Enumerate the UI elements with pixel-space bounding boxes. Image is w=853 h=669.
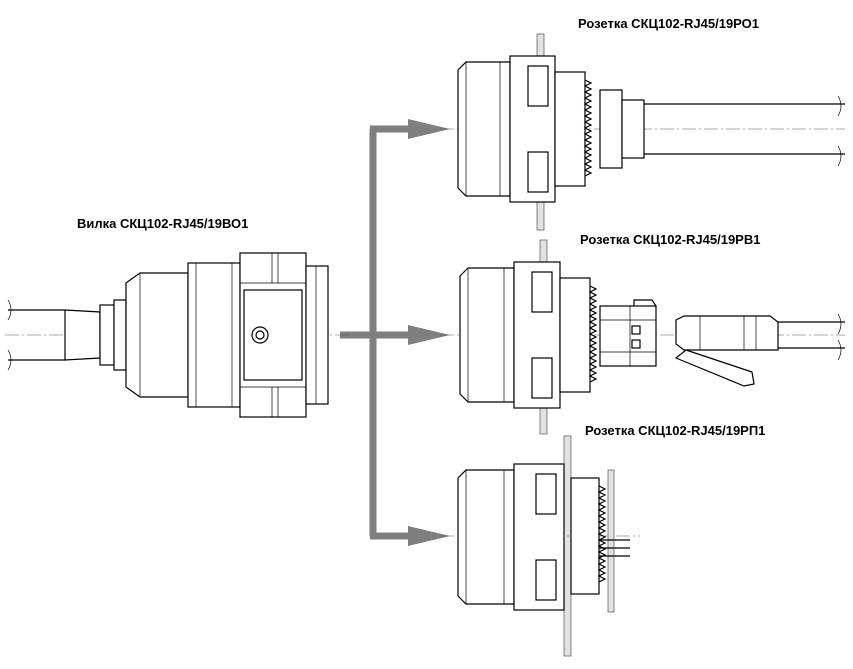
plug-nut bbox=[187, 262, 241, 408]
socket-ro1-drawing bbox=[440, 33, 845, 231]
ro1-cable-break bbox=[837, 95, 842, 167]
rp1-nut bbox=[457, 469, 515, 605]
rb1-jack-lines bbox=[600, 306, 656, 366]
plug-collar bbox=[113, 299, 127, 371]
rb1-rj45-lever bbox=[674, 349, 755, 387]
rb1-cable-break bbox=[837, 313, 842, 361]
plug-front bbox=[305, 265, 329, 405]
rb1-rear-body bbox=[559, 277, 591, 393]
plug-sleeve-lines bbox=[240, 253, 306, 417]
ro1-nut-lines bbox=[465, 62, 501, 196]
plug-nut-line bbox=[195, 263, 233, 407]
rb1-slot-top bbox=[531, 271, 553, 313]
rb1-nut-lines bbox=[467, 268, 505, 402]
socket-cable-label: Розетка СКЦ102-RJ45/19РО1 bbox=[578, 16, 760, 31]
arrowhead-rp1 bbox=[408, 526, 450, 546]
plug-boot bbox=[64, 309, 101, 361]
ro1-gland bbox=[599, 89, 623, 169]
plug-screw-inner bbox=[255, 330, 265, 340]
arrowhead-ro1 bbox=[408, 119, 450, 139]
plug-body bbox=[125, 272, 189, 398]
rp1-slot-bottom bbox=[535, 559, 557, 601]
arrowhead-rb1 bbox=[408, 325, 450, 345]
rp1-panel bbox=[563, 435, 572, 657]
rb1-jack bbox=[599, 305, 657, 367]
rb1-slot-bottom bbox=[531, 357, 553, 399]
rp1-pins bbox=[599, 539, 630, 557]
plug-cable-break bbox=[7, 299, 12, 371]
ro1-rear-body bbox=[554, 71, 586, 187]
plug-boot-ring bbox=[99, 304, 115, 366]
rb1-jack-latch bbox=[633, 299, 657, 307]
rp1-rear-body bbox=[570, 477, 600, 595]
rb1-jack-led-bottom bbox=[631, 339, 641, 349]
rb1-rj45-lines bbox=[699, 316, 757, 350]
rb1-knurl bbox=[588, 285, 598, 383]
ro1-gland-nose bbox=[621, 99, 645, 159]
ro1-cable bbox=[644, 103, 845, 155]
ro1-knurl bbox=[583, 79, 593, 177]
distribution-arrows bbox=[340, 119, 450, 546]
plug-cable-outline bbox=[8, 309, 65, 361]
plug-label: Вилка СКЦ102-RJ45/19ВО1 bbox=[77, 216, 249, 231]
socket-pcb-label: Розетка СКЦ102-RJ45/19РП1 bbox=[585, 423, 766, 438]
rp1-nut-lines bbox=[465, 470, 505, 604]
rp1-knurl bbox=[597, 485, 607, 583]
plug-drawing bbox=[5, 252, 352, 418]
ro1-slot-top bbox=[527, 65, 549, 107]
plug-sleeve-center bbox=[243, 289, 303, 381]
rb1-jack-led-top bbox=[631, 325, 641, 335]
socket-rb1-drawing bbox=[440, 239, 845, 435]
ro1-slot-bottom bbox=[527, 151, 549, 193]
socket-rp1-drawing bbox=[440, 435, 640, 657]
socket-rj45-label: Розетка СКЦ102-RJ45/19РВ1 bbox=[580, 232, 761, 247]
plug-screw-outer bbox=[251, 326, 269, 344]
rb1-cable bbox=[778, 321, 845, 349]
rp1-slot-top bbox=[535, 473, 557, 515]
rp1-pcb bbox=[607, 469, 615, 613]
rb1-rj45-body bbox=[675, 315, 779, 351]
